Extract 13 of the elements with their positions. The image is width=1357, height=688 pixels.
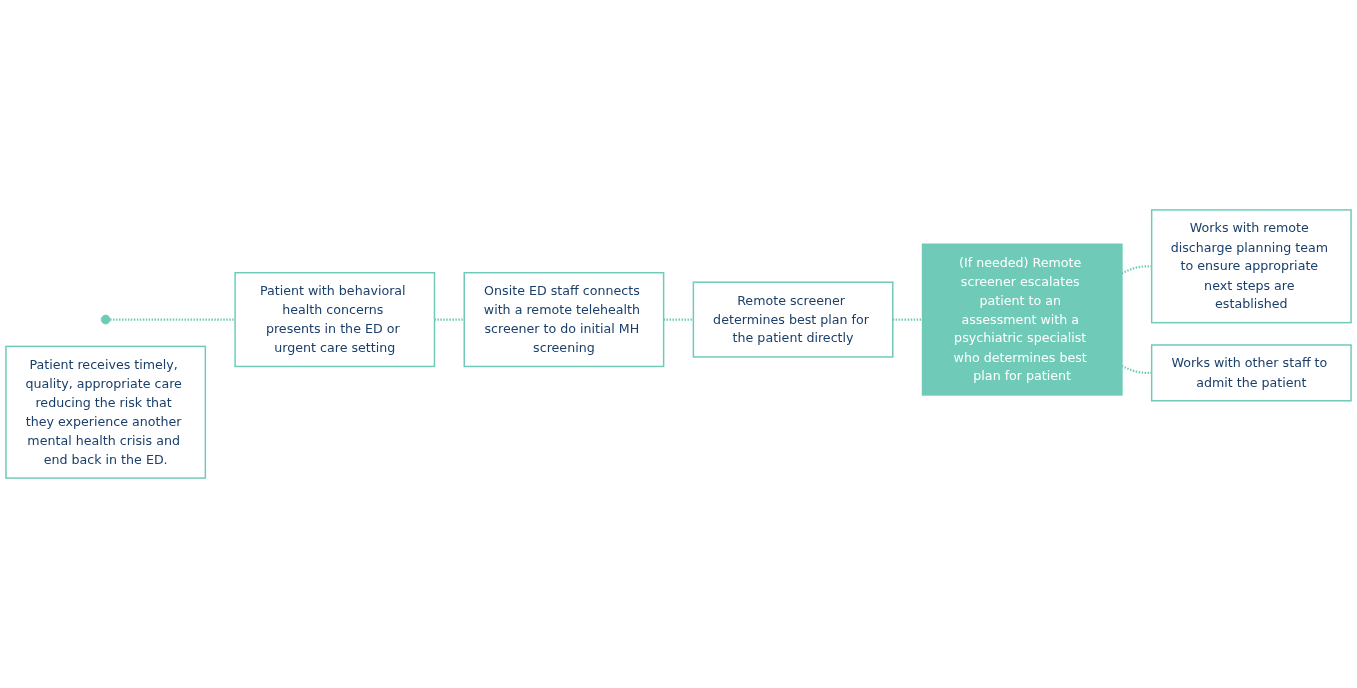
connector bbox=[663, 318, 694, 321]
node-box: (If needed) Remote screener escalates patient to an assessment with a psychiatric specialist who determines best plan for patient bbox=[921, 243, 1123, 396]
connector bbox=[1121, 265, 1152, 275]
connector bbox=[110, 318, 236, 321]
node-box: Remote screener determines best plan for the patient directly bbox=[692, 281, 894, 358]
node-box: Patient receives timely, quality, appropriate care reducing the risk that they experience another mental health crisis and end back in the ED. bbox=[5, 345, 207, 479]
node-box: Onsite ED staff connects with a remote telehealth screener to do initial MH screening bbox=[463, 271, 665, 368]
node-circle bbox=[100, 314, 111, 325]
connector bbox=[1121, 364, 1152, 374]
node-box: Works with remote discharge planning team to ensure appropriate next steps are established bbox=[1150, 209, 1352, 324]
node-box: Patient with behavioral health concerns presents in the ED or urgent care setting bbox=[234, 271, 436, 368]
connector bbox=[434, 318, 465, 321]
node-box: Works with other staff to admit the patient bbox=[1150, 344, 1352, 402]
